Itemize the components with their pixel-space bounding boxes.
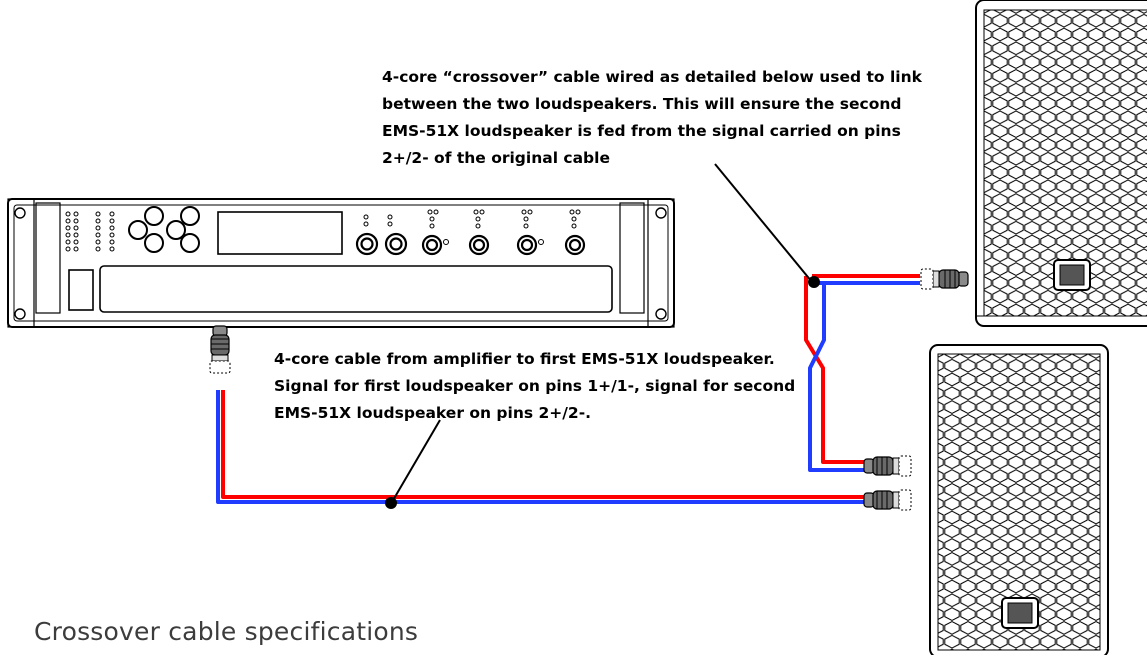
crossover-note-line: EMS-51X loudspeaker is fed from the sign… (382, 122, 901, 140)
amp-output-connector (209, 325, 231, 374)
callout-dot-main (385, 497, 397, 509)
crossover-cable (804, 274, 920, 472)
crossover-note-line: 2+/2- of the original cable (382, 149, 610, 167)
crossover-note-line: 4-core “crossover” cable wired as detail… (382, 68, 922, 86)
leader-lines (391, 163, 813, 503)
callout-dot-crossover (808, 276, 820, 288)
amplifier-unit (7, 198, 675, 328)
amplifier-feed-note: 4-core cable from amplifier to first EMS… (274, 346, 814, 427)
loudspeaker-bottom (929, 344, 1109, 655)
loudspeaker-top (975, 0, 1147, 327)
main-cable-plug (863, 489, 912, 511)
feed-note-line: 4-core cable from amplifier to first EMS… (274, 350, 775, 368)
crossover-cable-note: 4-core “crossover” cable wired as detail… (382, 64, 942, 172)
crossover-plug-bottom (863, 455, 912, 477)
main-cable (216, 390, 870, 504)
crossover-note-line: between the two loudspeakers. This will … (382, 95, 902, 113)
crossover-plug-top (920, 268, 969, 290)
feed-note-line: Signal for first loudspeaker on pins 1+/… (274, 377, 796, 395)
feed-note-line: EMS-51X loudspeaker on pins 2+/2-. (274, 404, 592, 422)
section-title: Crossover cable specifications (34, 617, 419, 646)
